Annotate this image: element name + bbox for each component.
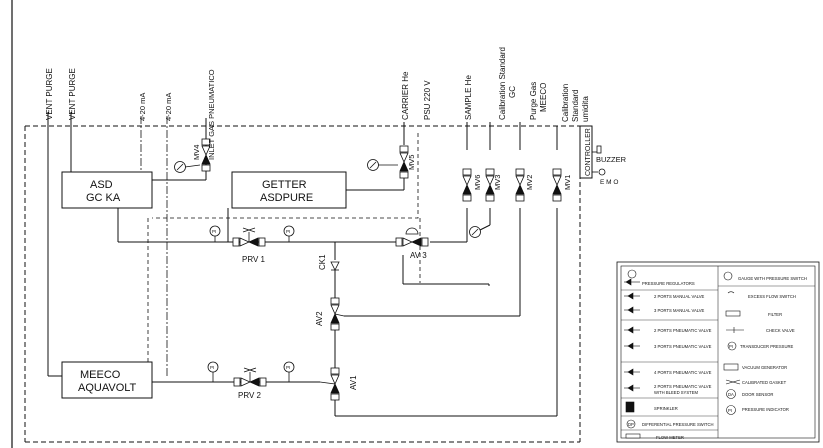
- prv2-label: PRV 2: [238, 391, 262, 400]
- purge-gas-line2: MEECO: [539, 83, 548, 112]
- mv4-label: MV4: [192, 145, 201, 160]
- prv1-label: PRV 1: [242, 255, 266, 264]
- legend-bleed-1: 2 PORTS PNEUMATIC VALVE: [654, 384, 712, 389]
- gauge-1: [174, 161, 201, 173]
- legend-manual-3: 3 PORTS MANUAL VALVE: [654, 308, 705, 313]
- legend-door-sensor: DOOR SENSOR: [742, 392, 773, 397]
- gauge-2: [367, 159, 398, 171]
- av1-label: AV1: [349, 375, 358, 390]
- signal-lines: [140, 116, 168, 378]
- legend-check-valve: CHECK VALVE: [766, 328, 795, 333]
- inner-enclosure: [147, 133, 421, 368]
- legend-vacuum: VACUUM GENERATOR: [742, 365, 787, 370]
- mv2-valve[interactable]: [515, 168, 525, 202]
- legend-sym-dp: DP: [628, 422, 634, 427]
- legend-bleed-2: WITH BLEED SYSTEM: [654, 390, 698, 395]
- buzzer-label: BUZZER: [596, 155, 627, 164]
- legend-pressure-regulators: PRESSURE REGULATORS: [642, 281, 695, 286]
- pi-text-3: PI: [210, 365, 214, 370]
- legend-flow-meter: FLOW METER: [656, 435, 684, 440]
- av3-label: AV 3: [410, 251, 427, 260]
- legend-sym-pi-1: PI: [729, 344, 733, 349]
- legend-transducer: TRANSDUCER PRESSURE: [740, 344, 793, 349]
- legend-pneumatic-2: 2 PORTS PNEUMATIC VALVE: [654, 328, 712, 333]
- ma-2-label: 4-20 mA: [164, 93, 173, 121]
- controller-label: CONTROLLER: [585, 128, 592, 176]
- prv2-regulator[interactable]: [233, 367, 267, 387]
- pi-indicator-2: [283, 225, 295, 242]
- prv1-regulator[interactable]: [232, 227, 266, 247]
- carrier-label: CARRIER He: [401, 71, 410, 120]
- asdpure-label: ASDPURE: [260, 192, 313, 204]
- ck1-check-valve[interactable]: [330, 261, 340, 271]
- gc-ka-label: GC KA: [86, 192, 121, 204]
- ma-1-label: 4-20 mA: [138, 93, 147, 121]
- controller-wiring: [592, 145, 606, 176]
- pi-indicator-1: [209, 225, 221, 242]
- legend-sym-pi-2: PI: [728, 408, 732, 413]
- vent-purge-2-label: VENT PURGE: [68, 68, 77, 120]
- pi-indicator-4: [283, 361, 295, 382]
- vent-purge-1-label: VENT PURGE: [45, 68, 54, 120]
- sample-label: SAMPLE He: [464, 75, 473, 120]
- pi-indicator-3: [207, 361, 219, 382]
- legend-sprinkler: SPRINKLER: [654, 406, 678, 411]
- legend-filter: FILTER: [768, 312, 782, 317]
- getter-label: GETTER: [262, 179, 307, 191]
- meeco-aquavolt-block: [61, 361, 153, 399]
- av2-valve[interactable]: [330, 297, 345, 331]
- emo-label: E M O: [600, 179, 618, 186]
- legend-excess-flow: EXCESS FLOW SWITCH: [748, 294, 796, 299]
- cabinet-outline: [24, 125, 581, 443]
- legend-sym-da: DA: [728, 392, 734, 397]
- legend-gauge-switch: GAUGE WITH PRESSURE SWITCH: [738, 276, 807, 281]
- legend-calibrated-gasket: CALIBRATED GASKET: [742, 380, 787, 385]
- aquavolt-label: AQUAVOLT: [78, 382, 137, 394]
- gauge-3: [469, 226, 481, 238]
- legend-panel: PRESSURE REGULATORS GAUGE WITH PRESSURE …: [616, 261, 820, 443]
- av1-valve[interactable]: [319, 367, 340, 401]
- mv2-label: MV2: [525, 175, 534, 190]
- mv1-label: MV1: [563, 175, 572, 190]
- mv6-label: MV6: [473, 175, 482, 190]
- asd-gc-ka-block: [61, 171, 153, 209]
- legend-manual-2: 2 PORTS MANUAL VALVE: [654, 294, 705, 299]
- legend-diff-switch: DIFFERENTIAL PRESSURE SWITCH: [642, 422, 714, 427]
- inlet-gas-label: INLET GAS PNEUMATICO: [207, 69, 216, 160]
- cal-gc-line2: GC: [508, 86, 517, 98]
- legend-pneumatic-4: 4 PORTS PNEUMATIC VALVE: [654, 370, 712, 375]
- legend-pressure-indicator: PRESSURE INDICATOR: [742, 407, 789, 412]
- pi-text-4: PI: [286, 365, 290, 370]
- pi-text-2: PI: [286, 229, 290, 234]
- ck1-label: CK1: [318, 254, 327, 270]
- pi-text-1: PI: [212, 229, 216, 234]
- mv1-valve[interactable]: [552, 168, 562, 202]
- cal-umidita-line2: Standard: [571, 90, 580, 122]
- purge-gas-line1: Purge Gas: [529, 82, 538, 120]
- mv3-label: MV3: [493, 175, 502, 190]
- av2-label: AV2: [315, 311, 324, 326]
- asd-label: ASD: [90, 179, 113, 191]
- mv6-valve[interactable]: [462, 168, 472, 202]
- cal-gc-line1: Calibration Standard: [498, 47, 507, 120]
- legend-pneumatic-3: 3 PORTS PNEUMATIC VALVE: [654, 344, 712, 349]
- meeco-label: MEECO: [80, 369, 121, 381]
- mv5-label: MV5: [407, 155, 416, 170]
- av3-valve[interactable]: [395, 227, 429, 247]
- psu-label: PSU 220 V: [423, 80, 432, 120]
- cal-umidita-line1: Calibration: [561, 84, 570, 122]
- inlet-lines: [47, 112, 558, 376]
- cal-umidita-line3: umidita: [581, 96, 590, 122]
